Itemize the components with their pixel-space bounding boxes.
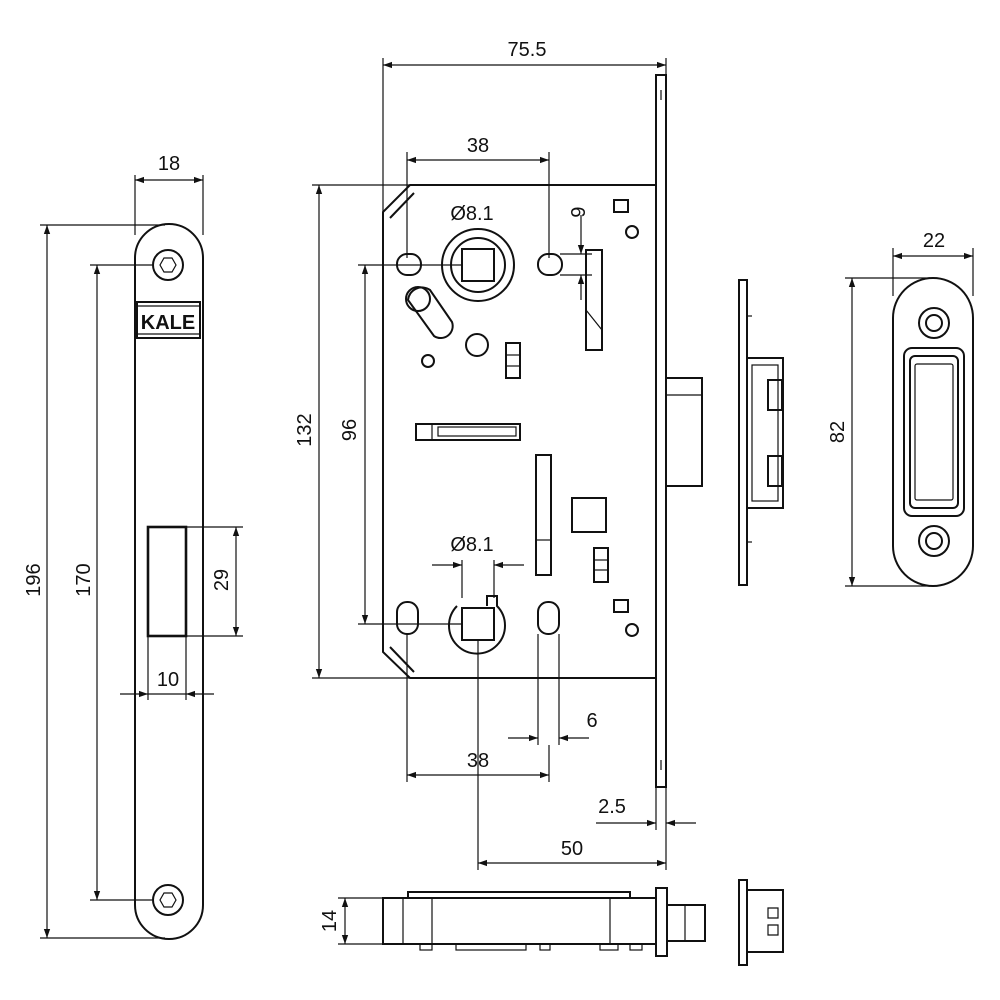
- lock-body: [382, 74, 703, 788]
- faceplate-screw-spacing-label: 170: [73, 563, 95, 596]
- lock-body-dimensions: 75.5 38 Ø8.1 6 132 96 Ø8.1: [294, 39, 696, 870]
- strike-plate-height-label: 82: [827, 421, 849, 443]
- side-profile-view: [738, 279, 784, 586]
- top-slot-label: 6: [566, 206, 588, 217]
- bottom-right-slot: [537, 601, 560, 635]
- round-pin: [465, 333, 489, 357]
- faceplate-width-label: 18: [158, 153, 180, 175]
- top-right-slot: [537, 253, 563, 276]
- top-spacing-label: 38: [467, 135, 489, 157]
- faceplate-dimensions: 18 196 170 29 10: [23, 153, 243, 939]
- latch-bolt: [665, 377, 703, 487]
- spindle-spacing-label: 96: [339, 419, 361, 441]
- brand-logo-text: KALE: [141, 312, 195, 334]
- strike-opening: [903, 347, 965, 517]
- bottom-screw: [152, 884, 184, 916]
- body-height-label: 132: [294, 413, 316, 446]
- bottom-view: [382, 887, 706, 957]
- bottom-slot-label: 6: [586, 710, 597, 732]
- top-spindle-diameter-label: Ø8.1: [450, 203, 493, 225]
- latch-hole: [146, 525, 188, 638]
- front-plate: [655, 74, 667, 788]
- strike-plate-outline: [892, 277, 974, 587]
- backset-label: 50: [561, 838, 583, 860]
- latch-hole-height-label: 29: [211, 569, 233, 591]
- strike-plate: [892, 277, 974, 587]
- bottom-spindle-hub: [448, 595, 506, 655]
- bottom-spindle-diameter-label: Ø8.1: [450, 534, 493, 556]
- strike-end-view: [738, 879, 784, 966]
- faceplate-outline: [134, 223, 204, 940]
- small-pin: [421, 354, 435, 368]
- strike-plate-width-label: 22: [923, 230, 945, 252]
- bottom-view-thickness-label: 14: [319, 910, 341, 932]
- brand-logo: KALE: [136, 301, 201, 339]
- overall-width-label: 75.5: [508, 39, 547, 61]
- faceplate-thickness-label: 2.5: [598, 796, 626, 818]
- lever-cam: [405, 286, 454, 339]
- top-screw: [152, 249, 184, 281]
- bottom-view-dimensions: 14: [319, 897, 383, 945]
- faceplate-total-length-label: 196: [23, 563, 45, 596]
- strike-plate-dimensions: 22 82: [827, 230, 974, 587]
- latch-hole-width-label: 10: [157, 669, 179, 691]
- bottom-left-slot: [396, 601, 419, 635]
- faceplate: KALE: [134, 223, 204, 940]
